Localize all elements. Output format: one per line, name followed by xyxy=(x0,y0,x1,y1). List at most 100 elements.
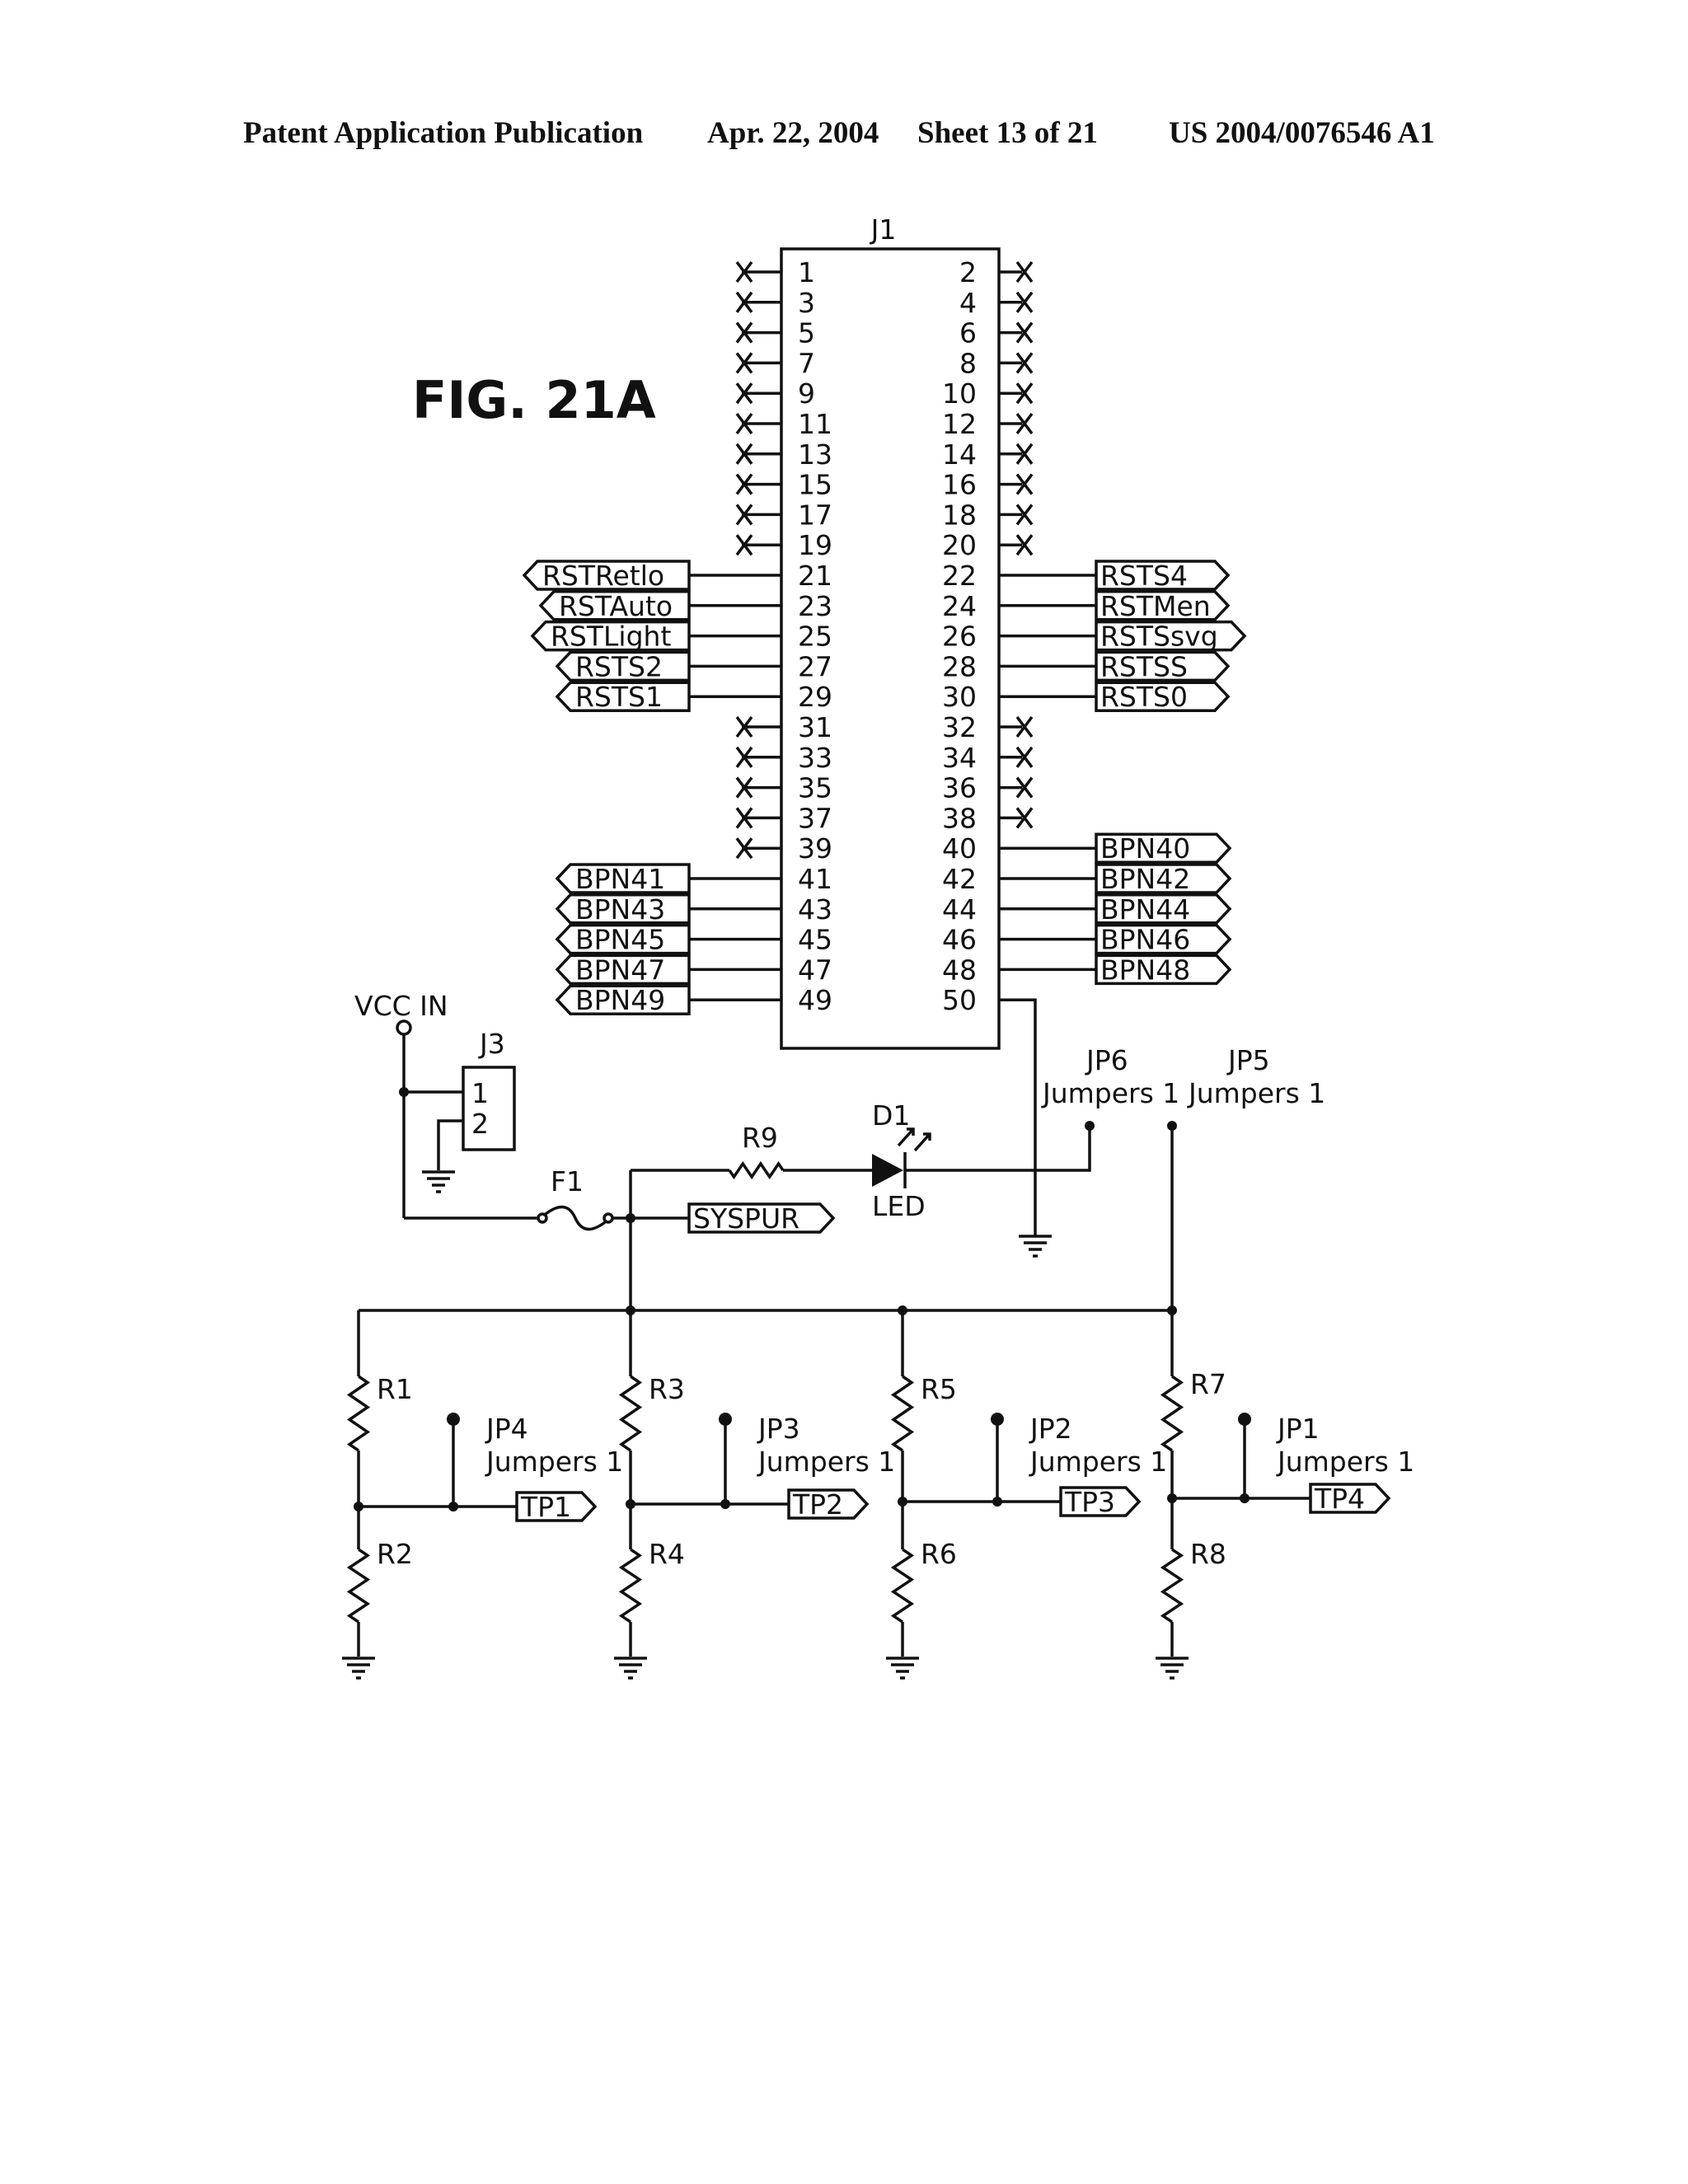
jumper-jp5-label: JP5 xyxy=(1226,1044,1270,1076)
pin-number: 8 xyxy=(959,347,977,379)
no-connect-icon xyxy=(1015,473,1034,495)
pin-number: 40 xyxy=(942,832,977,865)
signal-tag-rstlight xyxy=(530,620,691,652)
signal-tag-bpn41-label: BPN41 xyxy=(575,863,665,895)
pin-number: 3 xyxy=(798,287,815,319)
jumper-jp4-label: JP4 xyxy=(485,1413,528,1445)
pin-number: 5 xyxy=(798,317,815,349)
signal-tag-bpn45-label: BPN45 xyxy=(575,924,665,956)
signal-tag-rstssvg xyxy=(1095,620,1247,652)
no-connect-icon xyxy=(1015,260,1034,284)
resistor-r9-icon xyxy=(728,1160,785,1180)
signal-tag-bpn45 xyxy=(555,923,691,955)
resistor-r5-icon xyxy=(890,1375,915,1452)
pin-number: 45 xyxy=(798,924,832,956)
signal-tag-rstauto-label: RSTAuto xyxy=(559,590,673,622)
pin-number: 34 xyxy=(942,742,977,774)
resistor-r5-label: R5 xyxy=(921,1373,957,1405)
jumper-jp2-desc: Jumpers 1 xyxy=(1029,1446,1167,1478)
publication-title: Patent Application Publication xyxy=(243,116,644,150)
pin-number: 30 xyxy=(942,681,977,713)
pin-number: 4 xyxy=(959,287,977,319)
resistor-r7-label: R7 xyxy=(1190,1368,1226,1400)
connector-j3-body xyxy=(462,1066,516,1151)
signal-tag-rstmen-label: RSTMen xyxy=(1100,590,1211,622)
signal-tag-rstlight-label: RSTLight xyxy=(551,621,671,653)
signal-tag-rsts1 xyxy=(555,681,691,712)
pin-number: 26 xyxy=(942,621,977,653)
fuse-terminal xyxy=(537,1212,548,1224)
signal-tag-bpn46-label: BPN46 xyxy=(1100,924,1190,956)
pin-number: 46 xyxy=(942,924,977,956)
pin-number: 27 xyxy=(798,650,832,682)
resistor-r1-label: R1 xyxy=(377,1373,413,1405)
signal-tag-bpn43 xyxy=(555,893,691,925)
figure-label: FIG. 21A xyxy=(412,370,656,430)
no-connect-icon xyxy=(735,534,753,556)
pin-number: 43 xyxy=(798,893,832,926)
sheet-number: Sheet 13 of 21 xyxy=(917,116,1098,150)
pin-number: 49 xyxy=(798,984,832,1016)
pin-number: 31 xyxy=(798,711,832,743)
no-connect-icon xyxy=(1015,746,1034,768)
signal-tag-rstretlo xyxy=(522,560,691,591)
pin-number: 22 xyxy=(942,560,977,592)
pin-number: 39 xyxy=(798,832,832,865)
resistor-r4-label: R4 xyxy=(649,1538,685,1570)
test-point-tp1-label: TP1 xyxy=(520,1491,571,1523)
test-point-tp3 xyxy=(1059,1486,1142,1517)
signal-tag-rstmen xyxy=(1095,590,1231,621)
pin-number: 18 xyxy=(942,499,977,531)
no-connect-icon xyxy=(735,443,753,465)
no-connect-icon xyxy=(1015,321,1034,344)
jumper-jp5-desc: Jumpers 1 xyxy=(1187,1077,1325,1109)
pin-number: 20 xyxy=(942,529,977,561)
no-connect-icon xyxy=(735,746,753,768)
jumper-jp1-desc: Jumpers 1 xyxy=(1276,1446,1414,1478)
ground-icon xyxy=(1019,1235,1052,1258)
resistor-r6-icon xyxy=(890,1548,915,1624)
signal-tag-rstss xyxy=(1095,650,1231,682)
resistor-r3-label: R3 xyxy=(649,1373,685,1405)
no-connect-icon xyxy=(735,352,753,374)
signal-tag-rsts2-label: RSTS2 xyxy=(575,650,663,682)
no-connect-icon xyxy=(1015,807,1034,829)
no-connect-icon xyxy=(1015,715,1034,738)
pin-number: 24 xyxy=(942,590,977,622)
led-d1-icon xyxy=(872,1154,903,1187)
no-connect-icon xyxy=(735,412,753,435)
resistor-r4-icon xyxy=(618,1548,643,1624)
pin-number: 12 xyxy=(942,408,977,440)
pin-number: 1 xyxy=(798,256,815,288)
fuse-icon xyxy=(539,1205,612,1231)
signal-tag-bpn46 xyxy=(1095,923,1232,955)
signal-tag-syspur-label: SYSPUR xyxy=(693,1202,799,1235)
no-connect-icon xyxy=(735,837,753,860)
connector-j3-label: J3 xyxy=(478,1028,505,1060)
ground-icon xyxy=(422,1170,455,1193)
j3-pin-number: 2 xyxy=(471,1108,489,1140)
signal-tag-bpn40-label: BPN40 xyxy=(1100,832,1190,865)
pin-number: 29 xyxy=(798,681,832,713)
pin-number: 16 xyxy=(942,469,977,501)
no-connect-icon xyxy=(735,260,753,284)
j3-pin-number: 1 xyxy=(471,1077,489,1109)
no-connect-icon xyxy=(1015,352,1034,374)
pin-number: 17 xyxy=(798,499,832,531)
resistor-r8-label: R8 xyxy=(1190,1538,1226,1570)
jumper-jp6-desc: Jumpers 1 xyxy=(1041,1077,1179,1109)
pin-number: 28 xyxy=(942,650,977,682)
resistor-r7-icon xyxy=(1160,1375,1184,1452)
no-connect-icon xyxy=(735,382,753,405)
signal-tag-bpn48 xyxy=(1095,954,1232,986)
vcc-terminal-icon xyxy=(396,1019,412,1036)
j3-pin2-wire xyxy=(437,1119,463,1170)
pin-number: 48 xyxy=(942,954,977,986)
pin-number: 19 xyxy=(798,529,832,561)
signal-tag-bpn41 xyxy=(555,863,691,894)
signal-tag-bpn48-label: BPN48 xyxy=(1100,954,1190,986)
pin-number: 36 xyxy=(942,772,977,804)
ground-icon xyxy=(614,1657,647,1680)
jumper-jp1-label: JP1 xyxy=(1276,1413,1320,1445)
